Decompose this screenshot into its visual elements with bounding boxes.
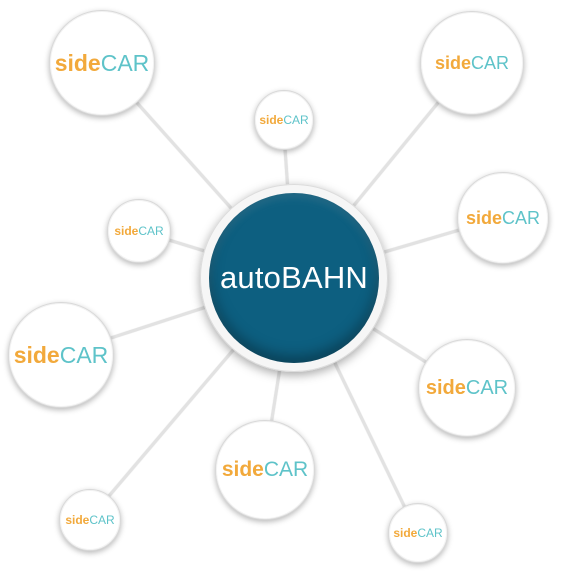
- satellite-label-suffix: CAR: [417, 526, 443, 540]
- satellite-label-prefix: side: [114, 224, 139, 238]
- satellite-label-prefix: side: [65, 513, 90, 527]
- satellite-label-prefix: side: [259, 113, 284, 127]
- satellite-label-suffix: CAR: [59, 341, 109, 368]
- hub-node: autoBAHN: [209, 193, 379, 363]
- satellite-label-suffix: CAR: [138, 224, 164, 238]
- satellite-label-suffix: CAR: [263, 458, 309, 481]
- satellite-label-prefix: side: [54, 49, 101, 76]
- satellite-label-suffix: CAR: [283, 113, 309, 127]
- satellite-label-prefix: side: [393, 526, 418, 540]
- satellite-label-prefix: side: [221, 458, 264, 481]
- satellite-label-suffix: CAR: [465, 376, 509, 399]
- satellite-label-prefix: side: [465, 207, 502, 228]
- satellite-label-prefix: side: [13, 341, 60, 368]
- hub-label: autoBAHN: [219, 260, 369, 295]
- satellite-label-suffix: CAR: [89, 513, 115, 527]
- satellite-label-prefix: side: [434, 52, 471, 73]
- satellite-label-suffix: CAR: [100, 49, 150, 76]
- satellite-label-prefix: side: [425, 376, 466, 399]
- satellite-label-suffix: CAR: [471, 52, 510, 73]
- satellite-label-suffix: CAR: [502, 207, 541, 228]
